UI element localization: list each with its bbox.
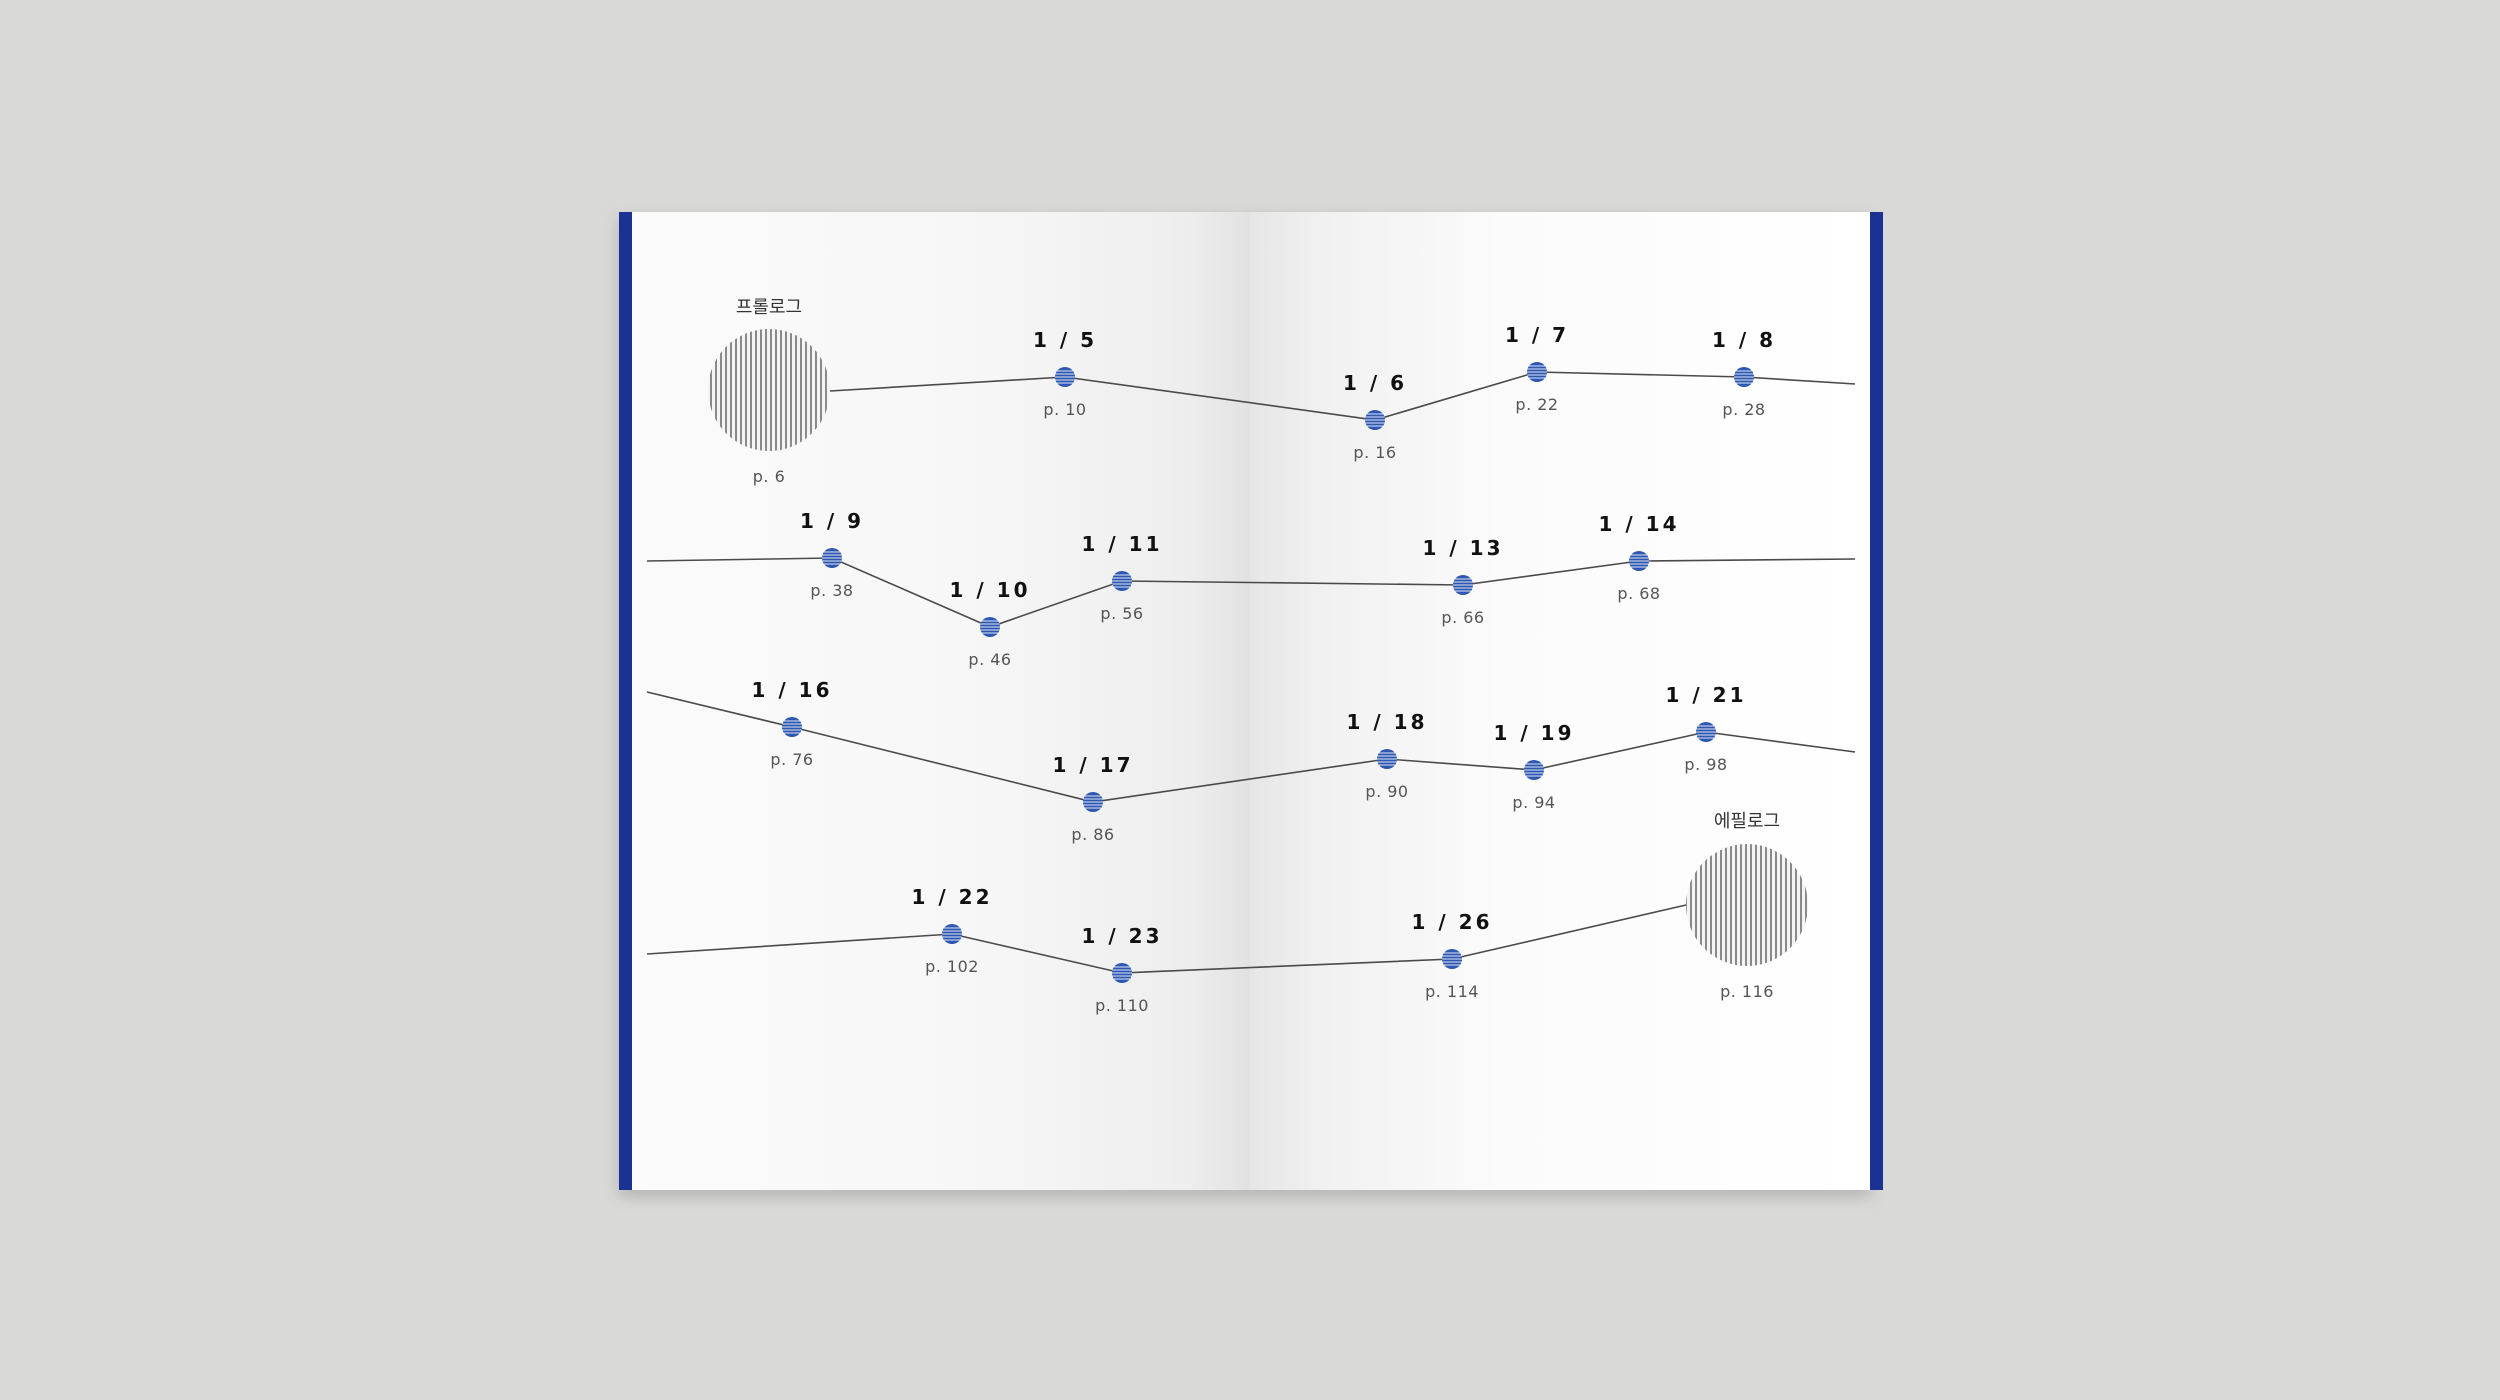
timeline-stop: 1 / 26 p. 114 [1412, 910, 1493, 1001]
stop-date: 1 / 11 [1082, 532, 1163, 556]
timeline-stop: 1 / 23 p. 110 [1082, 924, 1163, 1015]
timeline-stop: 1 / 9 p. 38 [800, 509, 864, 600]
stop-page: p. 110 [1095, 996, 1149, 1015]
left-page [619, 212, 1250, 1190]
prologue: 프롤로그 p. 6 [708, 297, 830, 486]
stop-page: p. 90 [1365, 782, 1408, 801]
timeline-stop: 1 / 17 p. 86 [1053, 753, 1134, 844]
stop-page: p. 38 [810, 581, 853, 600]
stop-date: 1 / 5 [1033, 328, 1097, 352]
stop-date: 1 / 13 [1423, 536, 1504, 560]
right-page [1250, 212, 1871, 1190]
timeline-stop: 1 / 14 p. 68 [1599, 512, 1680, 603]
timeline-stop: 1 / 16 p. 76 [752, 678, 833, 769]
epilogue: 에필로그 p. 116 [1686, 811, 1808, 1001]
timeline-stop: 1 / 7 p. 22 [1505, 323, 1569, 414]
timeline-line-row-1 [829, 371, 1856, 421]
timeline-stop: 1 / 6 p. 16 [1343, 371, 1407, 462]
timeline-stop: 1 / 21 p. 98 [1666, 683, 1747, 774]
stop-date: 1 / 22 [912, 885, 993, 909]
stop-page: p. 68 [1617, 584, 1660, 603]
stop-page: p. 56 [1100, 604, 1143, 623]
timeline-stop: 1 / 22 p. 102 [912, 885, 993, 976]
stop-page: p. 22 [1515, 395, 1558, 414]
prologue-image [708, 329, 830, 451]
epilogue-page: p. 116 [1720, 982, 1774, 1001]
prologue-title: 프롤로그 [736, 297, 802, 318]
stop-date: 1 / 8 [1712, 328, 1776, 352]
prologue-page: p. 6 [753, 467, 786, 486]
stop-date: 1 / 16 [752, 678, 833, 702]
stop-page: p. 98 [1684, 755, 1727, 774]
stop-date: 1 / 14 [1599, 512, 1680, 536]
epilogue-image [1686, 844, 1808, 966]
stop-date: 1 / 26 [1412, 910, 1493, 934]
stop-date: 1 / 10 [950, 578, 1031, 602]
timeline-stop: 1 / 11 p. 56 [1082, 532, 1163, 623]
stop-date: 1 / 23 [1082, 924, 1163, 948]
timeline-stop: 1 / 10 p. 46 [950, 578, 1031, 669]
stop-date: 1 / 21 [1666, 683, 1747, 707]
stop-page: p. 114 [1425, 982, 1479, 1001]
stop-page: p. 28 [1722, 400, 1765, 419]
right-cover-edge [1870, 212, 1883, 1190]
stop-date: 1 / 17 [1053, 753, 1134, 777]
timeline-stops: 1 / 5 p. 10 1 / 6 p. 16 1 / 7 p. 22 1 / 8 p. 28… [752, 323, 1776, 1015]
timeline-stop: 1 / 19 p. 94 [1494, 721, 1575, 812]
stop-date: 1 / 18 [1347, 710, 1428, 734]
stop-page: p. 86 [1071, 825, 1114, 844]
timeline-stop: 1 / 13 p. 66 [1423, 536, 1504, 627]
timeline-stop: 1 / 8 p. 28 [1712, 328, 1776, 419]
stop-date: 1 / 7 [1505, 323, 1569, 347]
stop-page: p. 76 [770, 750, 813, 769]
timeline-stop: 1 / 18 p. 90 [1347, 710, 1428, 801]
stop-date: 1 / 6 [1343, 371, 1407, 395]
stop-page: p. 94 [1512, 793, 1555, 812]
epilogue-title: 에필로그 [1714, 811, 1780, 832]
left-cover-edge [619, 212, 632, 1190]
stop-page: p. 46 [968, 650, 1011, 669]
stop-date: 1 / 19 [1494, 721, 1575, 745]
timeline-stop: 1 / 5 p. 10 [1033, 328, 1097, 419]
stop-page: p. 10 [1043, 400, 1086, 419]
stop-date: 1 / 9 [800, 509, 864, 533]
stop-page: p. 16 [1353, 443, 1396, 462]
stop-page: p. 102 [925, 957, 979, 976]
stop-page: p. 66 [1441, 608, 1484, 627]
